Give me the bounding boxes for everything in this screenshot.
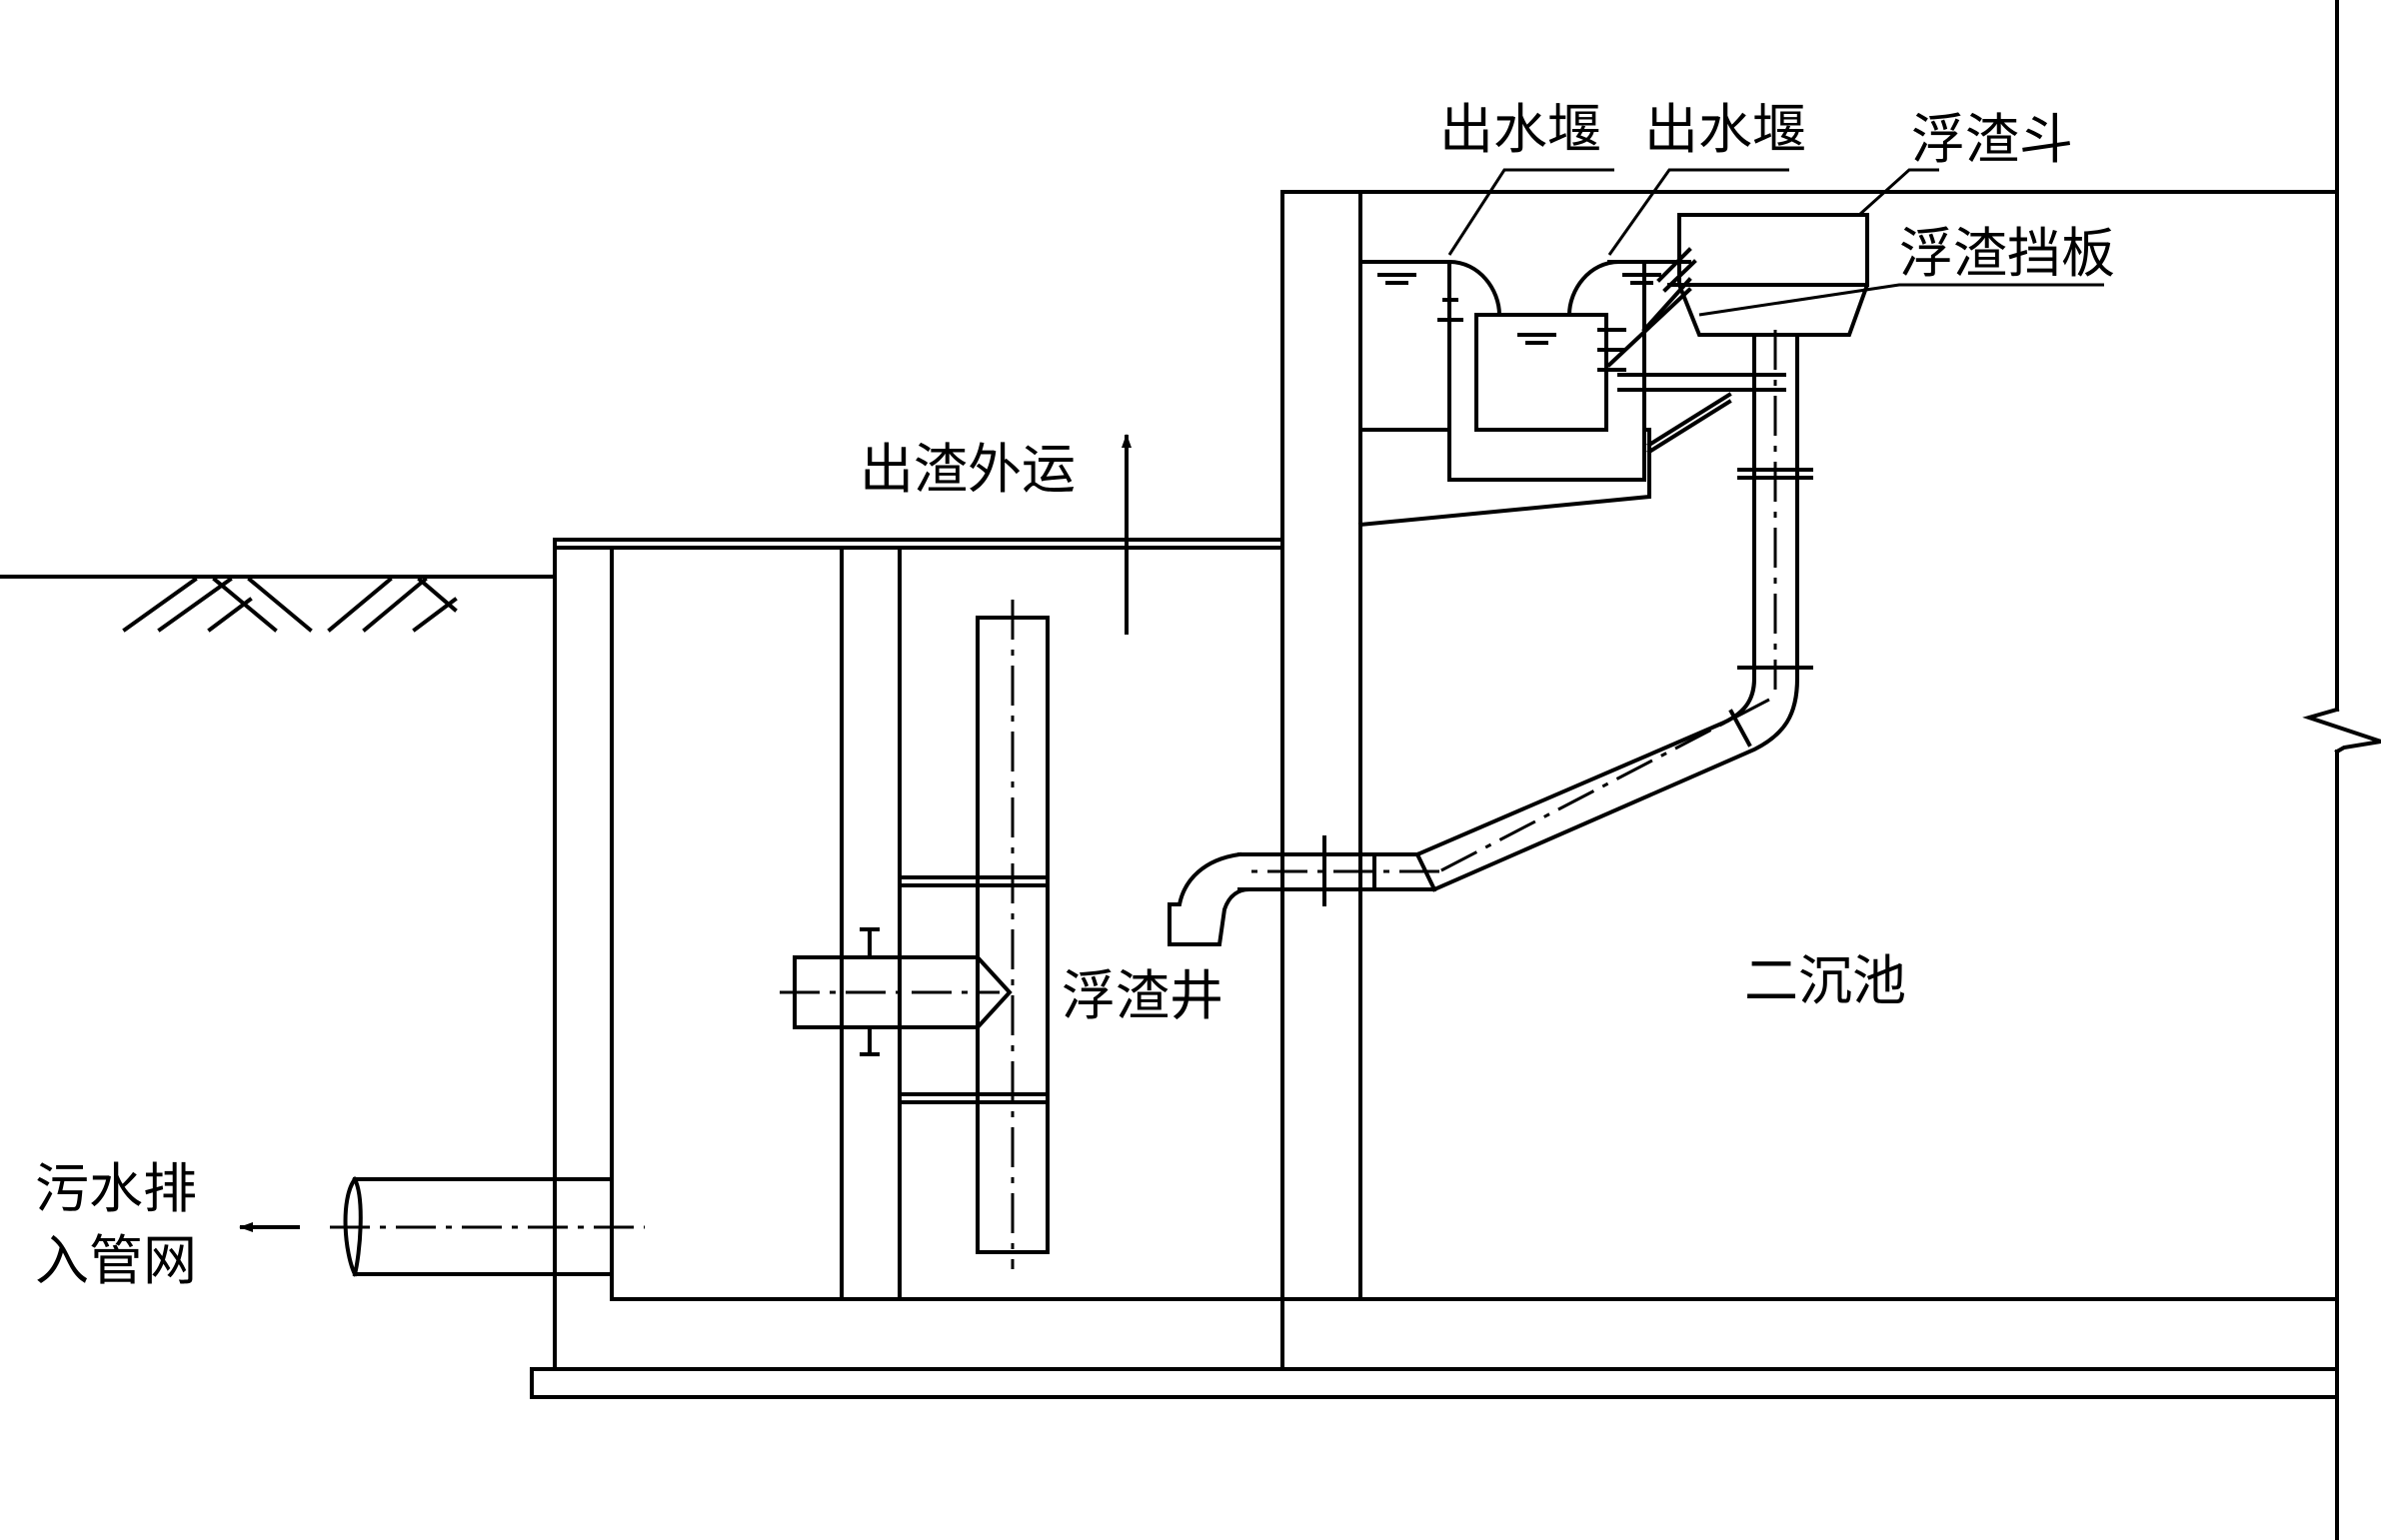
scum-out-label: 出渣外运 [860,438,1076,501]
sewer-label-line2: 入管网 [35,1229,197,1292]
scum-well-column [793,616,1050,1254]
base-slab [530,1297,2339,1399]
effluent-launder [1357,259,1786,528]
scum-hopper [1677,213,1869,337]
right-boundary-break [2302,0,2381,1540]
scum-baffle [1656,247,1697,293]
clarifier-wall [1280,190,2339,1301]
scum-hopper-label: 浮渣斗 [1911,108,2073,171]
scum-well-structure [553,538,1284,1371]
sewer-label-line1: 污水排 [35,1157,197,1220]
scum-baffle-label: 浮渣挡板 [1899,222,2115,285]
weir-label-1: 出水堰 [1439,98,1601,161]
scum-well-label: 浮渣井 [1062,964,1223,1027]
ground-surface [0,575,557,633]
leader-lines [1447,168,2104,317]
weir-label-2: 出水堰 [1644,98,1806,161]
centerlines [330,330,1777,1269]
scum-pipe [1168,333,1813,946]
secondary-clarifier-label: 二沉池 [1744,949,1906,1012]
